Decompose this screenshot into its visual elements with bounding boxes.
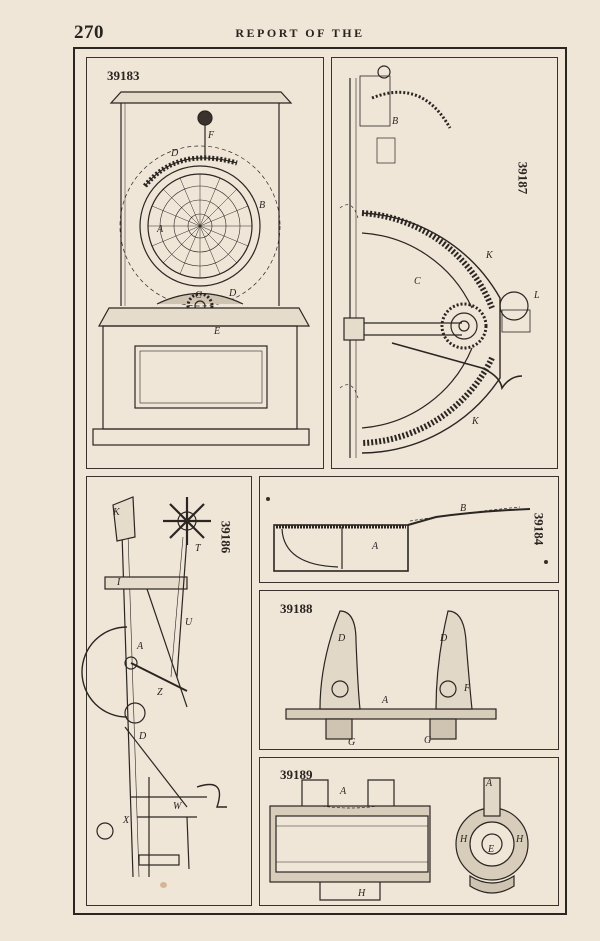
svg-text:K: K xyxy=(112,507,121,518)
svg-text:A: A xyxy=(371,541,379,552)
svg-text:A: A xyxy=(339,786,347,797)
figure-39186: 39186 xyxy=(81,476,252,906)
figure-39187: 39187 xyxy=(331,57,558,469)
svg-text:F: F xyxy=(207,130,215,141)
svg-text:Z: Z xyxy=(157,687,163,698)
figure-39184-drawing: B A xyxy=(273,503,531,572)
plate-frame xyxy=(73,47,567,915)
svg-text:C: C xyxy=(195,290,202,301)
svg-text:L: L xyxy=(533,290,540,301)
svg-text:X: X xyxy=(122,815,130,826)
ink-speck xyxy=(266,497,270,501)
figure-39188: 39188 D D A F G G xyxy=(259,590,559,750)
svg-text:K: K xyxy=(485,250,494,261)
ink-speck xyxy=(544,560,548,564)
svg-text:B: B xyxy=(259,200,265,211)
figure-39189: 39189 A H E H H A xyxy=(259,757,559,906)
svg-text:B: B xyxy=(392,116,398,127)
svg-text:I: I xyxy=(116,577,121,588)
svg-text:A: A xyxy=(381,695,389,706)
figure-number: 39189 xyxy=(280,767,313,782)
svg-text:K: K xyxy=(471,416,480,427)
svg-text:H: H xyxy=(459,834,468,845)
figure-39183: 39183 xyxy=(86,57,324,469)
page-number: 270 xyxy=(74,22,104,43)
figure-39187-drawing: B K C L K xyxy=(339,65,540,458)
svg-text:B: B xyxy=(460,503,466,514)
svg-text:A: A xyxy=(156,224,164,235)
svg-text:T: T xyxy=(195,543,202,554)
svg-text:D: D xyxy=(337,633,346,644)
svg-text:A: A xyxy=(485,778,493,789)
svg-text:H: H xyxy=(357,888,366,899)
figure-number: 39183 xyxy=(107,68,140,83)
figure-39183-drawing: F D A B C D E xyxy=(92,91,311,446)
running-head: REPORT OF THE xyxy=(235,26,365,40)
svg-text:C: C xyxy=(414,276,421,287)
svg-text:D: D xyxy=(138,731,147,742)
svg-text:G: G xyxy=(424,735,431,746)
svg-text:U: U xyxy=(185,617,193,628)
svg-text:G: G xyxy=(348,737,355,748)
svg-text:D: D xyxy=(228,288,237,299)
figure-39184: 39184 B A xyxy=(259,476,559,583)
svg-text:A: A xyxy=(136,641,144,652)
figure-39189-drawing: A H E H H A xyxy=(269,777,529,901)
svg-text:W: W xyxy=(173,801,183,812)
foxing-stain xyxy=(160,882,167,888)
page-header: 270 REPORT OF THE xyxy=(0,22,600,50)
figure-39188-drawing: D D A F G G xyxy=(285,610,497,748)
svg-text:D: D xyxy=(170,148,179,159)
svg-text:H: H xyxy=(515,834,524,845)
svg-text:D: D xyxy=(439,633,448,644)
svg-text:E: E xyxy=(213,326,220,337)
figure-number: 39188 xyxy=(280,601,313,616)
figure-39186-drawing: K T I U A Z D W X xyxy=(81,496,227,878)
svg-text:F: F xyxy=(463,683,471,694)
svg-text:E: E xyxy=(487,844,494,855)
